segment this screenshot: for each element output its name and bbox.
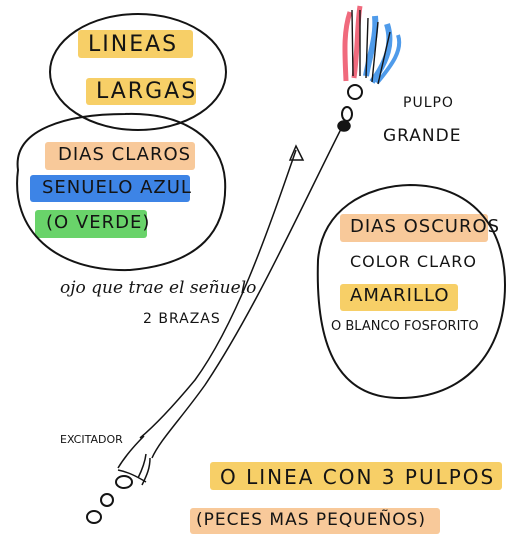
bubble-dias-claros bbox=[16, 112, 227, 272]
label-largas: LARGAS bbox=[96, 79, 198, 104]
arrow-head bbox=[288, 144, 305, 161]
label-dias-oscuros: DIAS OSCUROS bbox=[350, 216, 501, 237]
label-dias-claros: DIAS CLAROS bbox=[58, 144, 192, 165]
label-amarillo: AMARILLO bbox=[350, 285, 450, 306]
highlight-linea-3-pulpos bbox=[210, 462, 502, 490]
note-peces-pequenos: (PECES MAS PEQUEÑOS) bbox=[196, 510, 427, 530]
highlight-amarillo bbox=[340, 284, 458, 311]
label-blanco-fosforito: O BLANCO FOSFORITO bbox=[331, 319, 479, 334]
highlight-senuelo-azul bbox=[30, 175, 190, 202]
note-2-brazas: 2 BRAZAS bbox=[143, 311, 221, 327]
main-fishing-line bbox=[151, 126, 343, 459]
highlight-dias-oscuros bbox=[340, 214, 488, 242]
note-linea-3-pulpos: O LINEA CON 3 PULPOS bbox=[220, 465, 496, 489]
label-grande: GRANDE bbox=[383, 126, 462, 146]
bubble-dias-oscuros bbox=[316, 183, 507, 400]
big-octopus-lure bbox=[337, 5, 402, 132]
highlight-largas bbox=[86, 78, 196, 105]
label-pulpo: PULPO bbox=[403, 95, 454, 111]
bubble-lineas-largas bbox=[49, 13, 227, 131]
highlight-dias-claros bbox=[45, 142, 195, 170]
highlight-o-verde bbox=[35, 210, 147, 238]
note-ojo-senuelo: ojo que trae el señuelo bbox=[60, 278, 257, 298]
label-senuelo-azul: SENUELO AZUL bbox=[42, 177, 192, 198]
exciter-lure bbox=[86, 435, 151, 524]
label-color-claro: COLOR CLARO bbox=[350, 252, 478, 271]
two-brazas-line bbox=[139, 149, 297, 439]
label-o-verde: (O VERDE) bbox=[46, 212, 151, 233]
highlight-peces-pequenos bbox=[190, 508, 440, 534]
highlight-lineas bbox=[78, 30, 193, 58]
label-lineas: LINEAS bbox=[88, 32, 179, 57]
label-excitador: EXCITADOR bbox=[60, 433, 123, 446]
